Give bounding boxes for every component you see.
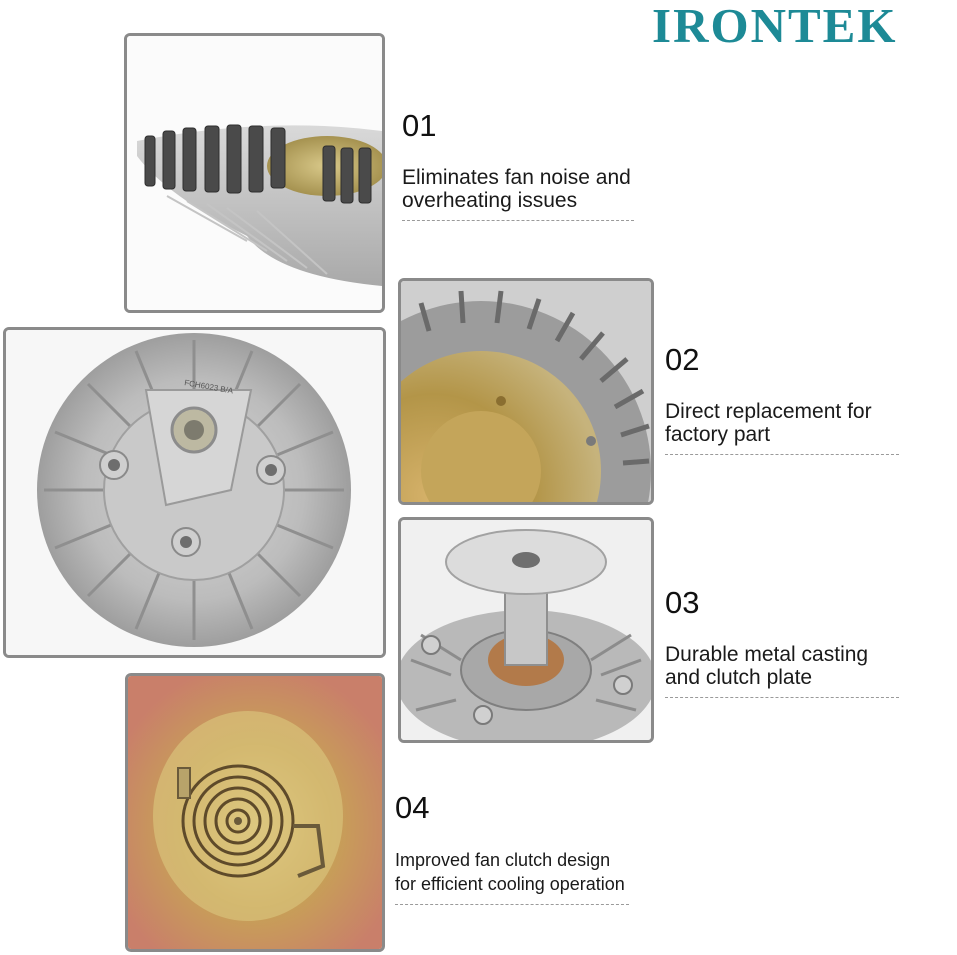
feature-line: overheating issues <box>402 189 578 212</box>
dashed-divider <box>395 904 629 905</box>
feature-description: Direct replacement for factory part <box>665 400 955 446</box>
feature-line: Improved fan clutch design <box>395 850 611 870</box>
feature-01: 01 Eliminates fan noise and overheating … <box>402 108 702 221</box>
feature-line: factory part <box>665 423 771 446</box>
spring-coil-illustration <box>128 676 382 949</box>
feature-description: Improved fan clutch design for efficient… <box>395 848 695 896</box>
product-photo-fins-closeup <box>398 278 654 505</box>
feature-line: and clutch plate <box>665 666 813 689</box>
dashed-divider <box>402 220 634 221</box>
feature-line: for efficient cooling operation <box>395 874 625 894</box>
feature-04: 04 Improved fan clutch design for effici… <box>395 790 695 905</box>
product-photo-front-view: FCH6023 B/A <box>3 327 386 658</box>
fins-closeup-illustration <box>401 281 651 502</box>
brand-logo: IRONTEK <box>652 0 898 53</box>
feature-description: Eliminates fan noise and overheating iss… <box>402 166 702 212</box>
fan-clutch-front-illustration: FCH6023 B/A <box>6 330 383 655</box>
product-photo-side-fins <box>124 33 385 313</box>
product-photo-shaft-plate <box>398 517 654 743</box>
dashed-divider <box>665 454 899 455</box>
feature-02: 02 Direct replacement for factory part <box>665 342 955 455</box>
feature-description: Durable metal casting and clutch plate <box>665 643 955 689</box>
feature-number: 03 <box>665 585 700 620</box>
feature-number: 04 <box>395 790 430 825</box>
product-photo-spring-coil <box>125 673 385 952</box>
feature-03: 03 Durable metal casting and clutch plat… <box>665 585 955 698</box>
shaft-plate-illustration <box>401 520 651 740</box>
fan-clutch-side-illustration <box>127 36 382 310</box>
feature-line: Eliminates fan noise and <box>402 166 631 189</box>
feature-number: 02 <box>665 342 700 377</box>
feature-number: 01 <box>402 108 437 143</box>
feature-line: Direct replacement for <box>665 400 872 423</box>
feature-line: Durable metal casting <box>665 643 869 666</box>
dashed-divider <box>665 697 899 698</box>
